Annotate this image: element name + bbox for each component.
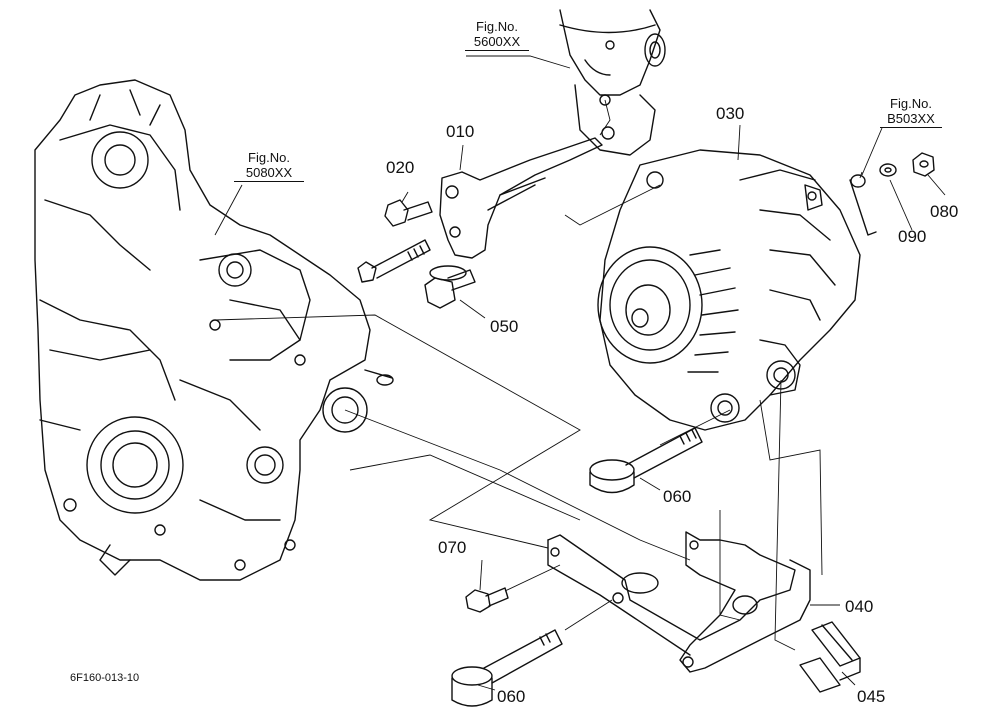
callout-leaders: [214, 55, 946, 691]
bracket-040: [547, 531, 811, 673]
part-label-010: 010: [446, 122, 475, 141]
water-flange: [559, 9, 666, 156]
part-label-045: 045: [857, 687, 886, 706]
bolt-020: [357, 199, 433, 283]
part-label-090: 090: [898, 227, 927, 246]
part-label-070: 070: [438, 538, 467, 557]
alternator-030: [597, 149, 861, 431]
part-label-050: 050: [490, 317, 519, 336]
bolt-050: [424, 265, 476, 309]
part-label-020: 020: [386, 158, 415, 177]
part-label-030: 030: [716, 104, 745, 123]
figure-ref-number: B503XX: [880, 111, 942, 128]
figure-ref-b503xx: Fig.No. B503XX: [880, 96, 942, 128]
figure-ref-5600xx: Fig.No. 5600XX: [465, 19, 529, 51]
bolt-060-lower: [451, 629, 563, 707]
engine-gear-case: [34, 79, 394, 581]
alternator-bracket-010: [439, 137, 603, 259]
part-label-040: 040: [845, 597, 874, 616]
figure-ref-number: 5600XX: [465, 34, 529, 51]
drawing-code: 6F160-013-10: [70, 672, 140, 684]
figure-ref-label: Fig.No.: [476, 19, 518, 34]
figure-ref-number: 5080XX: [234, 165, 304, 182]
figure-ref-label: Fig.No.: [248, 150, 290, 165]
part-label-060-upper: 060: [663, 487, 692, 506]
bolt-060-upper: [589, 427, 703, 494]
figure-ref-5080xx: Fig.No. 5080XX: [234, 150, 304, 182]
bolt-070: [465, 587, 509, 613]
terminal-hardware: [849, 152, 935, 236]
clip-045: [799, 621, 861, 693]
assembly-lines: [214, 99, 823, 651]
figure-ref-label: Fig.No.: [890, 96, 932, 111]
part-label-080: 080: [930, 202, 959, 221]
part-label-060-lower: 060: [497, 687, 526, 706]
